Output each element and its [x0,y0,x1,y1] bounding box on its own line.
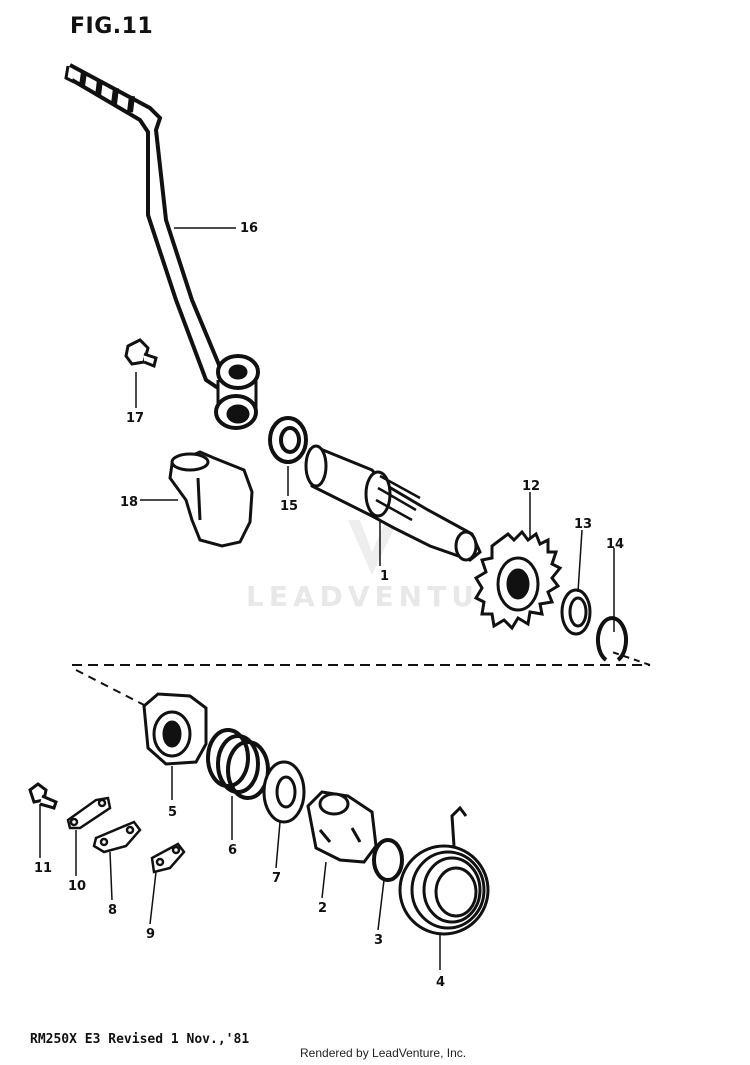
part-washer-13 [560,588,592,636]
part-kick-shaft-1 [304,444,482,562]
callout-18: 18 [120,495,138,510]
callout-7: 7 [272,871,281,886]
callout-4: 4 [436,975,445,990]
part-bolt-17 [124,338,158,369]
callout-1: 1 [380,569,389,584]
part-oil-seal-15 [268,416,308,464]
callout-6: 6 [228,843,237,858]
part-circlip-3 [372,838,404,882]
callout-17: 17 [126,411,144,426]
leader-lines [39,227,615,970]
callout-numbers: 1 2 3 4 5 6 7 8 9 10 11 12 13 14 15 16 1… [34,221,624,990]
callout-11: 11 [34,861,52,876]
callout-13: 13 [574,517,592,532]
figure-title: FIG.11 [70,14,154,39]
callout-9: 9 [146,927,155,942]
callout-16: 16 [240,221,258,236]
assembly-line [72,651,651,707]
callout-12: 12 [522,479,540,494]
footer-credit: Rendered by LeadVenture, Inc. [300,1046,467,1060]
part-stopper-8 [92,820,142,854]
part-gear-12 [473,529,563,631]
part-plate-9 [150,842,186,874]
watermark-emblem [348,520,398,575]
part-bolt-11 [28,782,58,810]
part-kick-lever [64,63,260,430]
part-cover-18 [168,450,254,548]
part-plate-10 [66,796,112,830]
callout-14: 14 [606,537,624,552]
part-ratchet-2 [306,790,378,864]
part-washer-7 [262,760,306,824]
footer-model-revision: RM250X E3 Revised 1 Nov.,'81 [30,1032,250,1047]
callout-8: 8 [108,903,117,918]
part-return-spring-4 [398,805,490,936]
callout-3: 3 [374,933,383,948]
callout-5: 5 [168,805,177,820]
callout-10: 10 [68,879,86,894]
callout-2: 2 [318,901,327,916]
part-guide-5 [142,692,208,766]
part-circlip-14 [596,616,628,662]
callout-15: 15 [280,499,298,514]
part-spring-6 [206,728,270,800]
